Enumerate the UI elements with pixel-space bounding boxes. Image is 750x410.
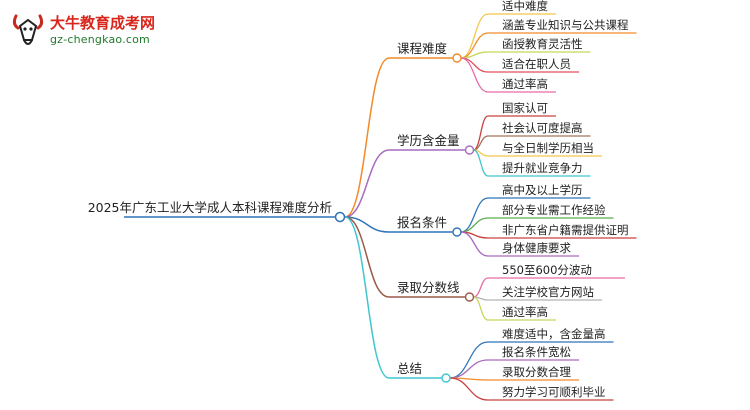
root-label: 2025年广东工业大学成人本科课程难度分析 <box>88 200 332 215</box>
root-branch-link <box>344 216 390 298</box>
branch-label: 课程难度 <box>397 41 448 56</box>
child-label: 涵盖专业知识与公共课程 <box>502 18 629 32</box>
site-logo[interactable]: 大牛教育成考网 gz-chengkao.com <box>6 10 176 52</box>
root-branch-link <box>344 216 390 233</box>
child-label: 部分专业需工作经验 <box>502 203 606 217</box>
child-label: 高中及以上学历 <box>502 183 583 197</box>
child-label: 通过率高 <box>502 305 548 319</box>
child-label: 难度适中，含金量高 <box>502 327 606 341</box>
root-branch-link <box>344 216 390 379</box>
root-branch-link <box>344 149 390 218</box>
child-label: 身体健康要求 <box>502 241 571 255</box>
branch-child-link <box>449 377 489 401</box>
mind-map-links <box>124 13 637 401</box>
branch-child-link <box>449 359 489 379</box>
branch-label: 报名条件 <box>397 215 447 230</box>
child-label: 录取分数合理 <box>502 365 571 379</box>
child-label: 通过率高 <box>502 77 548 91</box>
child-label: 函授教育灵活性 <box>502 37 583 51</box>
branch-node-circle[interactable] <box>452 53 462 63</box>
child-label: 国家认可 <box>502 101 548 115</box>
branch-child-link <box>460 57 489 73</box>
child-label: 提升就业竞争力 <box>502 161 583 175</box>
branch-child-link <box>460 13 489 59</box>
branch-child-link <box>473 115 489 151</box>
branch-node-circle[interactable] <box>441 373 451 383</box>
branch-child-link <box>460 217 489 233</box>
branch-child-link <box>460 51 489 59</box>
logo-site-name: 大牛教育成考网 <box>50 14 156 32</box>
root-node-circle[interactable] <box>334 211 346 223</box>
branch-node-circle[interactable] <box>464 292 475 302</box>
child-label: 与全日制学历相当 <box>502 141 594 155</box>
child-label: 努力学习可顺利毕业 <box>502 385 606 399</box>
logo-site-url: gz-chengkao.com <box>50 33 150 46</box>
child-label: 报名条件宽松 <box>502 345 571 359</box>
root-branch-link <box>344 57 390 218</box>
branch-node-circle[interactable] <box>452 227 462 237</box>
branch-child-link <box>473 296 489 321</box>
child-label: 适合在职人员 <box>502 57 571 71</box>
branch-child-link <box>473 277 489 298</box>
branch-label: 学历含金量 <box>397 133 460 148</box>
branch-child-link <box>460 231 489 257</box>
branch-child-link <box>473 149 489 177</box>
child-label: 非广东省户籍需提供证明 <box>502 223 629 237</box>
branch-label: 总结 <box>397 361 422 376</box>
mind-map-nodes: 2025年广东工业大学成人本科课程难度分析 课程难度 适中难度涵盖专业知识与公共课程… <box>88 0 629 399</box>
branch-child-link <box>460 57 489 93</box>
child-label: 关注学校官方网站 <box>502 285 594 299</box>
child-label: 550至600分波动 <box>502 263 592 277</box>
branch-child-link <box>460 197 489 233</box>
branch-label: 录取分数线 <box>397 280 460 295</box>
branch-node-circle[interactable] <box>464 145 475 155</box>
child-label: 适中难度 <box>502 0 548 13</box>
child-label: 社会认可度提高 <box>502 121 583 135</box>
bull-logo-icon <box>12 14 44 45</box>
